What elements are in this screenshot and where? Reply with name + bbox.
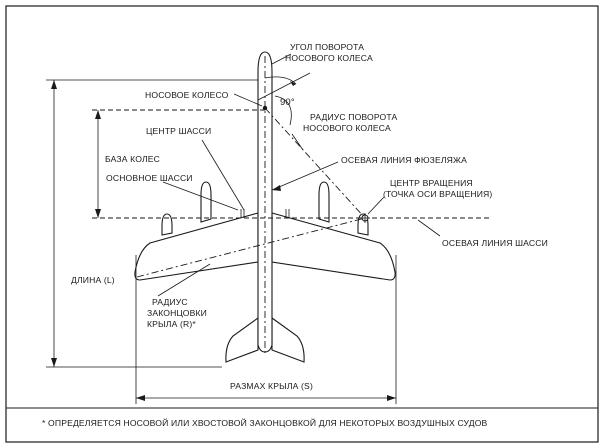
nose-wheel-angle-leader [271,53,292,65]
main-gear-leader [162,181,239,211]
length-arrow-top [51,80,57,89]
wingtip-radius-label-1: РАДИУС [152,297,188,307]
left-inner-engine [200,181,212,223]
gear-axis-leader [417,219,441,237]
wingspan-label: РАЗМАХ КРЫЛА (S) [230,381,313,391]
nose-wheel-angle-label-1: УГОЛ ПОВОРОТА [290,42,364,52]
wheelbase-arrow-top [95,110,101,119]
main-gear-label: ОСНОВНОЕ ШАССИ [106,173,193,183]
left-wing [134,212,259,281]
fuselage-centerline-label: ОСЕВАЯ ЛИНИЯ ФЮЗЕЛЯЖА [341,155,467,165]
aircraft-outline [134,51,396,363]
wingspan-arrow-left [136,395,145,401]
nose-radius-label-2: НОСОВОГО КОЛЕСА [303,123,391,133]
nose-wheel-leader [233,93,263,107]
nose-wheel-label: НОСОВОЕ КОЛЕСО [145,90,229,100]
nose-wheel-angle-arrowhead [290,81,296,86]
wingtip-radius-leader [157,263,211,297]
wheelbase-arrow-bottom [95,209,101,218]
length-label: ДЛИНА (L) [71,275,115,285]
right-inner-engine [318,181,330,223]
wingtip-radius-line [136,217,366,278]
nose-wheel-direction-line [257,72,311,101]
wingtip-radius-label-2: ЗАКОНЦОВКИ [147,308,207,318]
nose-wheel-radius-line [264,107,366,219]
rotation-center-label-1: ЦЕНТР ВРАЩЕНИЯ [390,178,473,188]
diagram-frame [5,5,599,443]
gear-axis-label: ОСЕВАЯ ЛИНИЯ ШАССИ [442,238,548,248]
wingspan-arrow-right [387,395,396,401]
fuselage-centerline-leader [271,161,339,191]
footnote-text: * ОПРЕДЕЛЯЕТСЯ НОСОВОЙ ИЛИ ХВОСТОВОЙ ЗАК… [42,417,488,428]
wingtip-radius-label-3: КРЫЛА (R)* [147,319,196,329]
rotation-center-label-2: (ТОЧКА ОСИ ВРАЩЕНИЯ) [383,189,492,199]
gear-center-label: ЦЕНТР ШАССИ [146,126,211,136]
fuselage-centerline-leader-arrow [272,185,281,191]
nose-wheel-angle-arc [264,76,297,85]
right-wing [271,212,396,281]
nose-radius-leader [291,133,304,151]
gear-center-leader [201,139,245,211]
nose-wheel-angle-label-2: НОСОВОГО КОЛЕСА [285,53,373,63]
left-outer-engine [161,213,173,236]
angle-90-label: 90° [280,97,295,108]
nose-radius-label-1: РАДИУС ПОВОРОТА [310,112,398,122]
horizontal-stabilizer [225,316,305,363]
right-angle-arc [274,95,292,126]
length-arrow-bottom [51,358,57,367]
wheelbase-label: БАЗА КОЛЕС [105,154,160,164]
rotation-center-leader [367,196,385,215]
